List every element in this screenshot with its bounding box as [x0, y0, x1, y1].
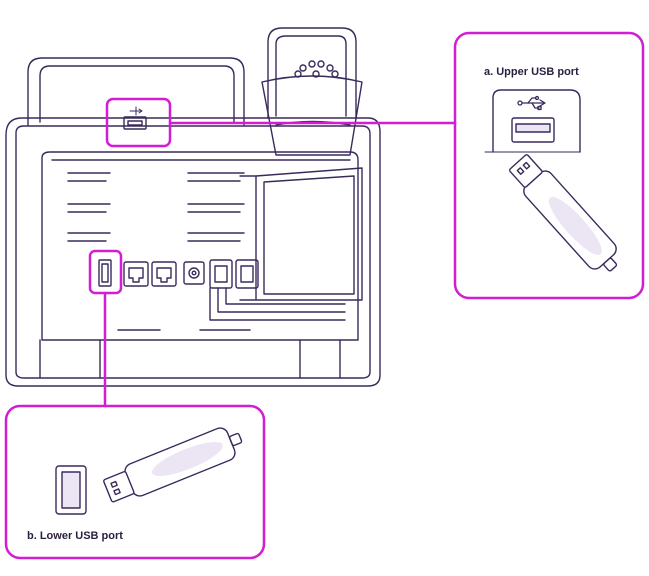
upper-usb-highlight	[105, 97, 172, 148]
power-jack	[183, 261, 205, 285]
lower-callout-box	[4, 404, 266, 560]
lower-usb-port-detail	[55, 465, 87, 515]
usb-trident-icon	[517, 95, 546, 111]
upper-callout-box	[453, 31, 645, 300]
usb-flash-drive-lower	[103, 427, 243, 503]
upper-usb-port-small	[123, 106, 147, 130]
upper-usb-port-detail	[484, 89, 581, 153]
upper-usb-port-label: a. Upper USB port	[484, 66, 579, 78]
lower-usb-port-label: b. Lower USB port	[27, 530, 123, 542]
handset-headset-ports	[209, 259, 259, 289]
lower-usb-port-small	[98, 259, 112, 287]
ethernet-ports	[123, 261, 177, 287]
lower-usb-highlight	[88, 249, 123, 295]
usb-flash-drive-upper	[509, 154, 618, 272]
phone-back-view	[5, 27, 381, 387]
vent-slots	[67, 172, 245, 242]
handset	[261, 27, 363, 156]
